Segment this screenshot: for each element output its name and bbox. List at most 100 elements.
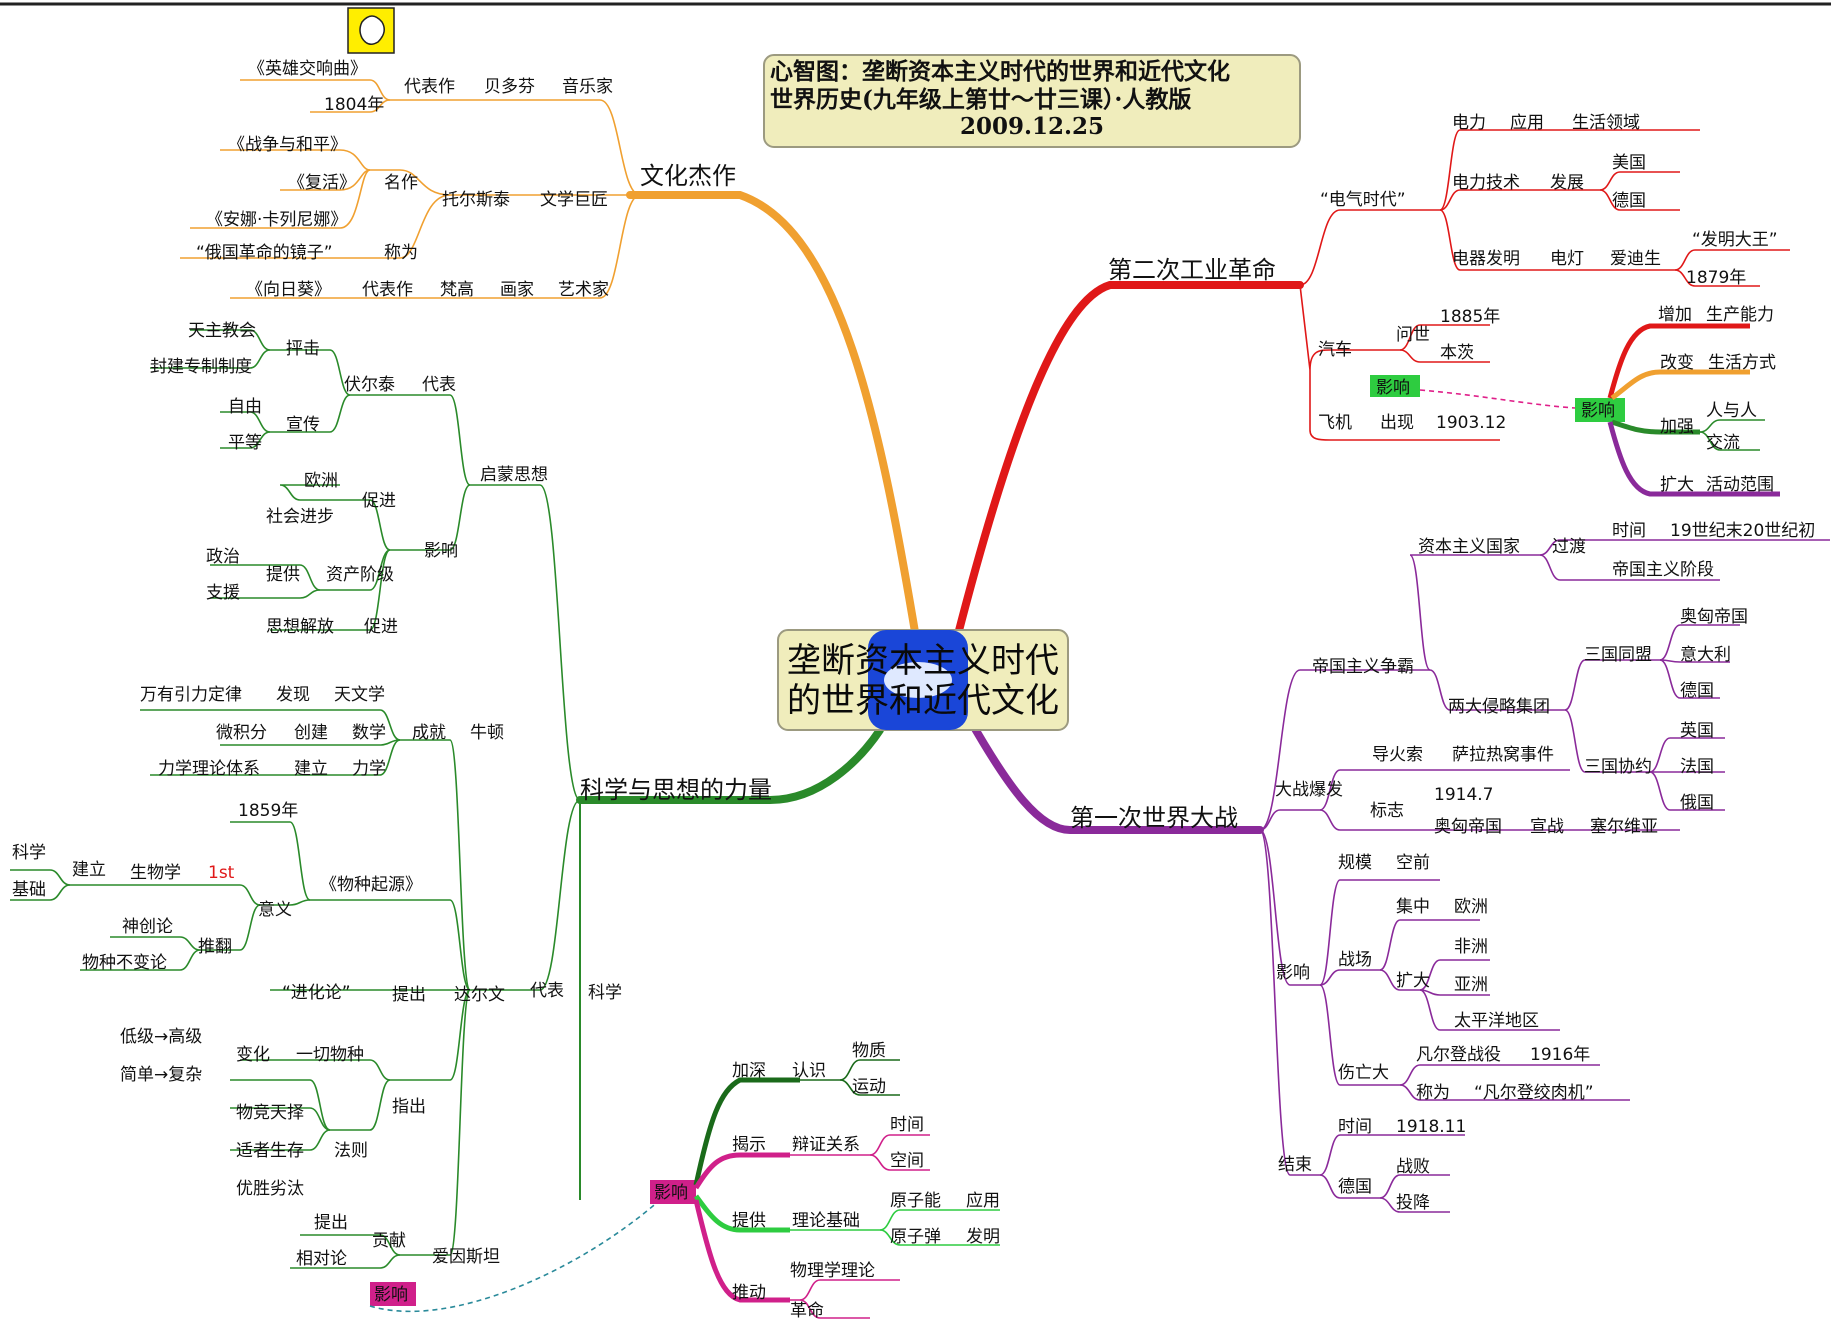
header-line1: 心智图：垄断资本主义时代的世界和近代文化 <box>770 58 1230 85</box>
node-britain: 英国 <box>1680 721 1714 741</box>
node-ww1-effect: 影响 <box>1276 963 1310 983</box>
node-simple: 简单→复杂 <box>120 1065 202 1085</box>
node-outbreak: 大战爆发 <box>1275 780 1343 800</box>
node-science: 科学 <box>588 983 622 1003</box>
node-anna: 《安娜·卡列尼娜》 <box>206 210 347 230</box>
node-sci-word: 科学 <box>12 843 46 863</box>
node-politics: 政治 <box>206 547 240 567</box>
node-lamp: 电灯 <box>1550 249 1584 269</box>
node-unprec: 空前 <box>1396 853 1430 873</box>
node-newton: 牛顿 <box>470 723 504 743</box>
node-serbia: 塞尔维亚 <box>1590 817 1658 837</box>
node-1903: 1903.12 <box>1436 413 1506 433</box>
node-1918: 1918.11 <box>1396 1117 1466 1137</box>
node-creation: 神创论 <box>122 917 173 937</box>
node-nuclear: 原子能 <box>890 1191 941 1211</box>
node-period: 19世纪末20世纪初 <box>1670 521 1815 541</box>
industry-impact: 影响 影响 增加 生产能力 改变 生活方式 加强 人与人 交流 扩大 活动范围 <box>1370 305 1780 497</box>
node-darwin: 达尔文 <box>454 985 505 1005</box>
einstein-effect: 影响 <box>369 1199 661 1313</box>
node-edison: 爱迪生 <box>1610 249 1661 269</box>
node-france: 法国 <box>1680 757 1714 777</box>
center-line1: 垄断资本主义时代 <box>787 641 1059 681</box>
branch-industry <box>1299 129 1790 441</box>
node-time: 时间 <box>1612 521 1646 541</box>
node-car-effect: 影响 <box>1376 378 1410 398</box>
node-support: 支援 <box>206 583 240 603</box>
node-allspecies: 一切物种 <box>296 1045 364 1065</box>
node-fuse: 导火索 <box>1372 745 1423 765</box>
node-austria1: 奥匈帝国 <box>1680 607 1748 627</box>
culture-labels: 文化杰作 音乐家 贝多芬 代表作 《英雄交响曲》 1804年 文学巨匠 托尔斯泰… <box>196 59 736 300</box>
node-sunflower: 《向日葵》 <box>246 280 331 300</box>
node-italy: 意大利 <box>1680 645 1731 665</box>
node-production: 生产能力 <box>1706 305 1774 325</box>
node-develop: 发展 <box>1550 173 1584 193</box>
node-casual: 伤亡大 <box>1338 1063 1389 1083</box>
node-defeat: 战败 <box>1396 1157 1430 1177</box>
node-contrib: 贡献 <box>372 1231 406 1251</box>
node-music-works: 代表作 <box>404 77 455 97</box>
node-etime: 时间 <box>890 1115 924 1135</box>
node-l2: 适者生存 <box>236 1141 304 1161</box>
node-pointout: 指出 <box>392 1097 426 1117</box>
node-asia: 亚洲 <box>1454 975 1488 995</box>
node-eprovide: 提供 <box>732 1211 766 1231</box>
node-meaning: 意义 <box>258 900 292 920</box>
node-propose2: 提出 <box>314 1213 348 1233</box>
node-1914: 1914.7 <box>1434 785 1493 805</box>
node-enl-impact: 影响 <box>424 541 458 561</box>
node-change2: 变化 <box>236 1045 270 1065</box>
node-math: 数学 <box>352 723 386 743</box>
node-painter: 画家 <box>500 280 534 300</box>
node-origin: 《物种起源》 <box>320 875 422 895</box>
node-promote: 促进 <box>362 491 396 511</box>
node-espace: 空间 <box>890 1151 924 1171</box>
node-famous: 名作 <box>384 173 418 193</box>
node-tolstoy: 托尔斯泰 <box>442 190 510 210</box>
node-push: 推动 <box>732 1283 766 1303</box>
node-first: 1st <box>208 863 235 883</box>
header-box: 心智图：垄断资本主义时代的世界和近代文化 世界历史(九年级上第廿～廿三课）·人教… <box>763 54 1301 148</box>
node-king: “发明大王” <box>1692 230 1778 250</box>
node-low: 低级→高级 <box>120 1027 202 1047</box>
node-declare: 宣战 <box>1530 817 1564 837</box>
node-church: 天主教会 <box>188 321 256 341</box>
node-sarajevo: 萨拉热窝事件 <box>1452 745 1554 765</box>
node-use: 应用 <box>1510 113 1544 133</box>
node-matter: 物质 <box>852 1041 886 1061</box>
node-build2: 建立 <box>72 860 106 880</box>
node-life-field: 生活领域 <box>1572 113 1640 133</box>
node-law: 法则 <box>334 1141 368 1161</box>
node-art-works: 代表作 <box>362 280 413 300</box>
node-artist: 艺术家 <box>558 280 609 300</box>
node-physics: 物理学理论 <box>790 1261 875 1281</box>
cloud-icon <box>868 630 968 730</box>
center-node: 垄断资本主义时代 的世界和近代文化 <box>777 629 1069 731</box>
node-bourg: 资产阶级 <box>326 565 394 585</box>
node-power: 电力 <box>1452 113 1486 133</box>
node-dialect: 辩证关系 <box>792 1135 860 1155</box>
node-alliance: 三国同盟 <box>1584 645 1652 665</box>
node-deepen: 加深 <box>732 1061 766 1081</box>
node-surrender: 投降 <box>1396 1193 1430 1213</box>
node-pacific: 太平洋地区 <box>1454 1011 1539 1031</box>
node-germany: 德国 <box>1612 191 1646 211</box>
node-called2: 称为 <box>1416 1083 1450 1103</box>
node-literature: 文学巨匠 <box>540 190 608 210</box>
node-mirror: “俄国革命的镜子” <box>196 243 333 263</box>
node-austria2: 奥匈帝国 <box>1434 817 1502 837</box>
node-einvent: 发明 <box>966 1227 1000 1247</box>
node-einstein-effect: 影响 <box>374 1285 408 1305</box>
industry-labels: 第二次工业革命 “电气时代” 电力 应用 生活领域 电力技术 发展 美国 德国 … <box>1108 113 1778 433</box>
node-ww1: 第一次世界大战 <box>1070 804 1238 832</box>
node-trans: 过渡 <box>1552 537 1586 557</box>
node-enlight: 启蒙思想 <box>480 465 548 485</box>
node-germany2: 德国 <box>1680 681 1714 701</box>
header-line2: 世界历史(九年级上第廿～廿三课）·人教版 <box>770 86 1191 113</box>
node-benz: 本茨 <box>1440 343 1474 363</box>
node-create: 创建 <box>294 723 328 743</box>
center-line2: 的世界和近代文化 <box>787 681 1059 721</box>
node-europe: 欧洲 <box>1454 897 1488 917</box>
node-feudal: 封建专制制度 <box>150 357 252 377</box>
